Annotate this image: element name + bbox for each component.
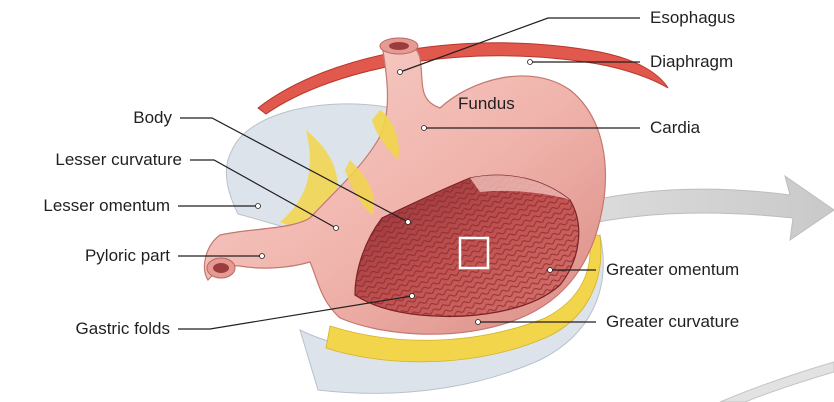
label-lesser-curvature: Lesser curvature — [0, 150, 182, 170]
label-pyloric-part: Pyloric part — [0, 246, 170, 266]
label-gastric-folds: Gastric folds — [0, 319, 170, 339]
label-greater-curvature: Greater curvature — [606, 312, 739, 332]
zoom-arrow-lower — [720, 362, 834, 402]
label-esophagus: Esophagus — [650, 8, 735, 28]
label-fundus: Fundus — [458, 94, 515, 114]
label-lesser-omentum: Lesser omentum — [0, 196, 170, 216]
label-diaphragm: Diaphragm — [650, 52, 733, 72]
label-greater-omentum: Greater omentum — [606, 260, 739, 280]
label-body: Body — [60, 108, 172, 128]
label-cardia: Cardia — [650, 118, 700, 138]
